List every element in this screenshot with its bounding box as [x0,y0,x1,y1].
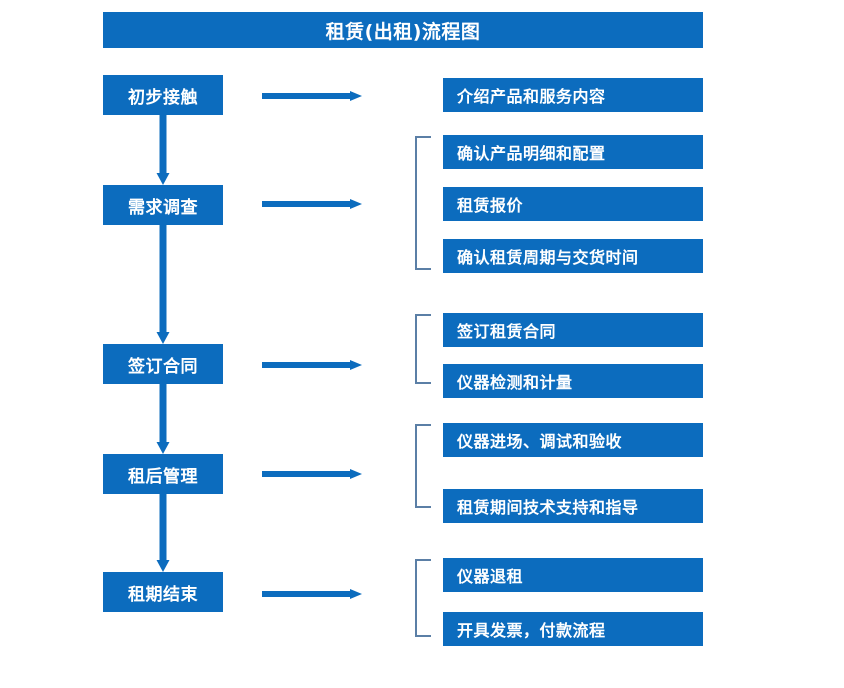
detail-box-2-3[interactable]: 确认租赁周期与交货时间 [443,239,703,273]
group-bracket-5 [415,559,431,637]
detail-box-3-1[interactable]: 签订租赁合同 [443,313,703,347]
detail-box-5-1[interactable]: 仪器退租 [443,558,703,592]
stage-box-2[interactable]: 需求调查 [103,185,223,225]
horizontal-arrow-5 [262,586,362,602]
diagram-title: 租赁(出租)流程图 [103,12,703,48]
stage-box-5[interactable]: 租期结束 [103,572,223,612]
vertical-arrow-2 [155,225,171,344]
detail-box-2-2[interactable]: 租赁报价 [443,187,703,221]
vertical-arrow-3 [155,384,171,454]
stage-box-1[interactable]: 初步接触 [103,75,223,115]
horizontal-arrow-4 [262,466,362,482]
detail-box-3-2[interactable]: 仪器检测和计量 [443,364,703,398]
group-bracket-2 [415,136,431,270]
group-bracket-4 [415,424,431,508]
vertical-arrow-4 [155,494,171,572]
detail-box-2-1[interactable]: 确认产品明细和配置 [443,135,703,169]
group-bracket-3 [415,314,431,384]
detail-box-4-2[interactable]: 租赁期间技术支持和指导 [443,489,703,523]
stage-box-4[interactable]: 租后管理 [103,454,223,494]
detail-box-1-1[interactable]: 介绍产品和服务内容 [443,78,703,112]
stage-box-3[interactable]: 签订合同 [103,344,223,384]
detail-box-4-1[interactable]: 仪器进场、调试和验收 [443,423,703,457]
horizontal-arrow-1 [262,88,362,104]
vertical-arrow-1 [155,115,171,185]
detail-box-5-2[interactable]: 开具发票，付款流程 [443,612,703,646]
horizontal-arrow-2 [262,196,362,212]
horizontal-arrow-3 [262,357,362,373]
